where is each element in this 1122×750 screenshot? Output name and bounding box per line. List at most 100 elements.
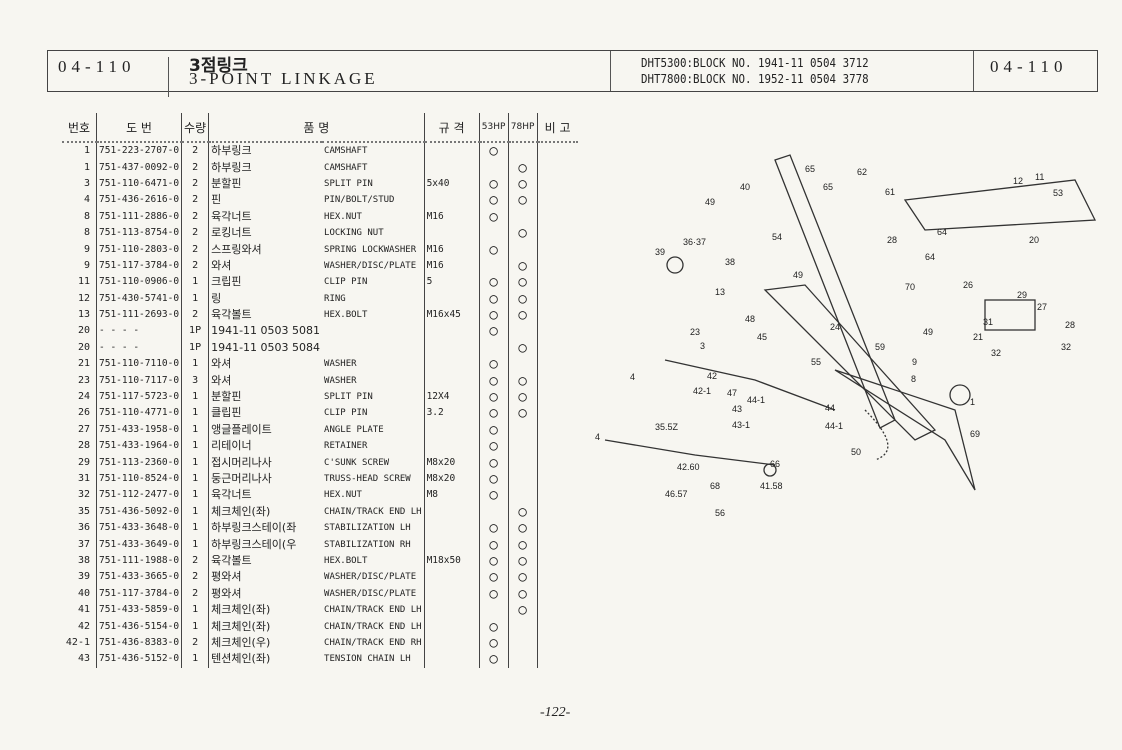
part-number: 751-223-2707-0: [95, 142, 183, 160]
part-number: 751-110-2803-0: [95, 241, 183, 258]
quantity: 1: [181, 421, 210, 439]
spec: M8x20: [424, 454, 480, 471]
name-english: [322, 339, 425, 357]
quantity: 2: [181, 208, 210, 225]
name-english: LOCKING NUT: [322, 224, 425, 242]
mark-53hp: ○: [479, 552, 509, 570]
mark-78hp: ○: [508, 601, 538, 619]
remark: [537, 651, 578, 667]
callout-number: 29: [1017, 290, 1027, 300]
table-header: 번호 도 번 수량 품 명 규 격 53HP 78HP 비 고: [62, 113, 578, 143]
callout-number: 65: [823, 182, 833, 192]
page-number: -122-: [540, 705, 571, 720]
name-korean: 하부링크스테이(좌: [211, 521, 297, 535]
lower-link: [763, 284, 937, 441]
spec: 5: [424, 274, 480, 291]
callout-number: 12: [1013, 176, 1023, 186]
callout-number: 44: [825, 403, 835, 413]
quantity: 1: [181, 290, 210, 307]
name-korean: 텐션체인(좌): [211, 652, 271, 666]
name-korean: 클립핀: [211, 406, 242, 420]
col-part-number: 도 번: [96, 113, 183, 143]
quantity: 1: [181, 503, 210, 520]
callout-number: 70: [905, 282, 915, 292]
section-code-right: 04-110: [990, 57, 1068, 76]
name-english: CHAIN/TRACK END LH: [322, 601, 425, 619]
mark-78hp: [508, 454, 538, 471]
row-no: 40: [62, 585, 97, 602]
spec: M16: [424, 241, 480, 258]
mark-53hp: ○: [479, 421, 509, 439]
mark-78hp: ○: [508, 159, 538, 176]
part-number: 751-433-1958-0: [95, 421, 183, 439]
mark-53hp: ○: [479, 208, 509, 225]
name-english: RETAINER: [322, 438, 425, 455]
spec: 12X4: [424, 388, 480, 406]
callout-number: 35.5Z: [655, 422, 679, 432]
quantity: 3: [181, 372, 210, 389]
name-english: RING: [322, 290, 425, 307]
spec: [424, 618, 480, 635]
mark-53hp: ○: [479, 487, 509, 504]
callout-number: 47: [727, 388, 737, 398]
callout-number: 24: [830, 322, 840, 332]
name-english: SPLIT PIN: [322, 388, 425, 406]
name-korean: 리테이너: [211, 439, 252, 453]
mark-78hp: ○: [508, 274, 538, 291]
callout-number: 54: [772, 232, 782, 242]
callout-number: 49: [705, 197, 715, 207]
callout-number: 44-1: [747, 395, 765, 405]
mark-53hp: ○: [479, 454, 509, 471]
remark: [537, 438, 578, 454]
mark-53hp: [479, 339, 509, 357]
quantity: 1: [181, 388, 210, 406]
part-number: 751-436-8383-0: [95, 634, 183, 652]
quantity: 1: [181, 618, 210, 635]
spec: [424, 323, 480, 340]
stabilizer-rod: [664, 359, 836, 411]
callout-number: 64: [925, 252, 935, 262]
spec: [424, 503, 480, 520]
row-no: 42: [62, 618, 97, 635]
name-english: SPRING LOCKWASHER: [322, 241, 425, 258]
mark-78hp: ○: [508, 569, 538, 586]
name-korean: 핀: [211, 193, 222, 207]
mark-78hp: [508, 438, 538, 455]
quantity: 1: [181, 405, 210, 422]
part-number: - - - -: [95, 323, 183, 340]
row-no: 28: [62, 438, 97, 455]
mark-53hp: ○: [479, 192, 509, 209]
quantity: 1: [181, 487, 210, 504]
mark-53hp: [479, 159, 509, 176]
callout-number: 39: [655, 247, 665, 257]
quantity: 1: [181, 274, 210, 291]
mark-53hp: ○: [479, 585, 509, 602]
callout-number: 38: [725, 257, 735, 267]
quantity: 2: [181, 552, 210, 570]
row-no: 43: [62, 651, 97, 668]
callout-number: 46.57: [665, 489, 688, 499]
part-number: 751-436-2616-0: [95, 192, 183, 209]
callout-number: 42: [707, 371, 717, 381]
callout-number: 56: [715, 508, 725, 518]
name-korean: 체크체인(좌): [211, 504, 271, 518]
name-english: WASHER: [322, 356, 425, 373]
name-english: TENSION CHAIN LH: [322, 651, 425, 668]
mark-53hp: ○: [479, 651, 509, 668]
name-english: CLIP PIN: [322, 274, 425, 291]
row-no: 41: [62, 601, 97, 619]
title-english: 3-POINT LINKAGE: [189, 69, 378, 88]
mark-78hp: [508, 323, 538, 340]
part-number: 751-430-5741-0: [95, 290, 183, 307]
remark: [537, 389, 578, 405]
callout-number: 42.60: [677, 462, 700, 472]
quantity: 2: [181, 585, 210, 602]
callout-number: 53: [1053, 188, 1063, 198]
callout-number: 64: [937, 227, 947, 237]
